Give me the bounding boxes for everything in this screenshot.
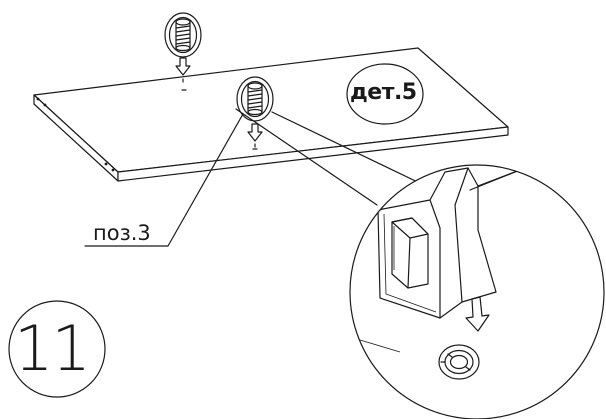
threaded-insert-icon-detail xyxy=(438,344,480,380)
leader-lines xyxy=(84,108,431,247)
edge-holes xyxy=(36,97,115,172)
step-number: 11 xyxy=(14,312,91,385)
threaded-insert-icon-center xyxy=(236,76,274,122)
down-arrow-icon-top xyxy=(175,57,191,83)
step-number-circle xyxy=(8,300,106,398)
part-label-circle xyxy=(346,63,424,125)
panel-part xyxy=(33,47,509,182)
down-arrow-icon-center xyxy=(247,123,263,148)
down-arrow-icon-detail xyxy=(465,296,490,332)
part-label: дет.5 xyxy=(350,80,417,105)
magnified-detail-view xyxy=(349,164,605,419)
position-label: поз.3 xyxy=(93,221,151,245)
threaded-insert-icon-top xyxy=(164,12,202,58)
